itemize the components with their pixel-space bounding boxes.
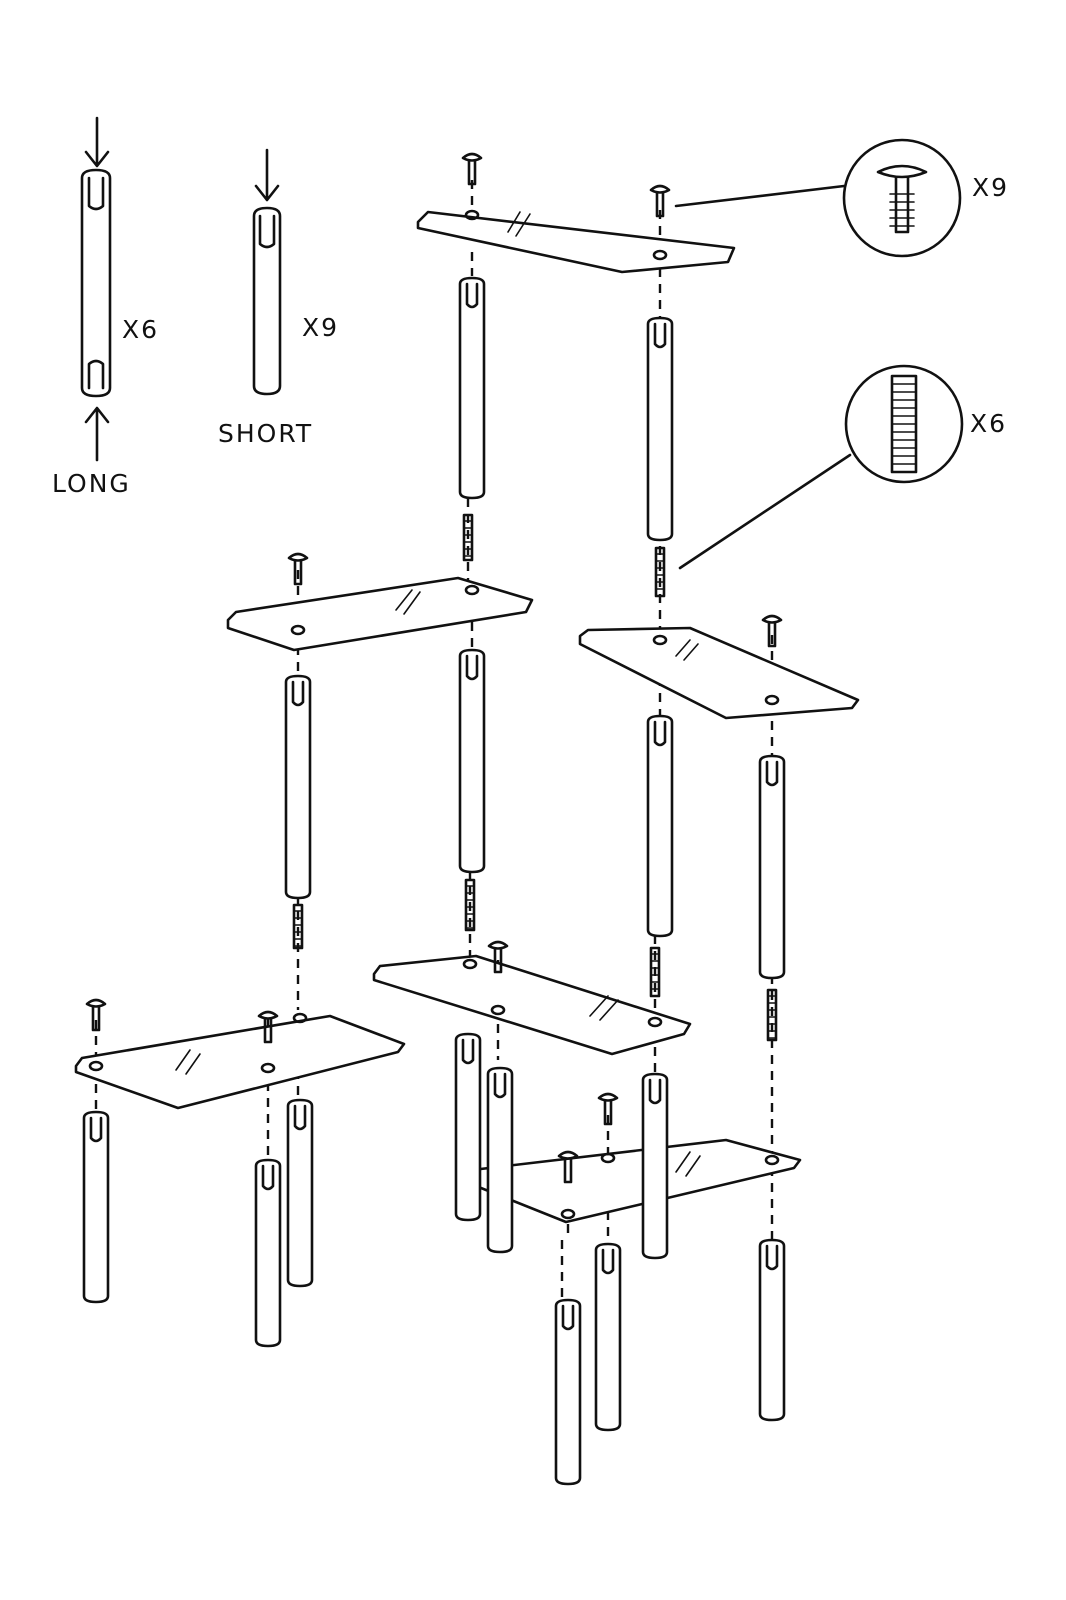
screw-head: [487, 940, 509, 950]
threaded-dowel: [654, 546, 666, 598]
rod: [486, 1066, 514, 1254]
rod-slot: [465, 282, 479, 309]
screw-shank: [493, 947, 503, 974]
screw-hole: [462, 958, 478, 970]
rod: [758, 1238, 786, 1422]
threaded-dowel: [464, 878, 476, 932]
rod-slot: [653, 720, 667, 747]
screw-hole: [292, 1012, 308, 1024]
glass-reflection: [395, 589, 413, 611]
screw-head: [85, 998, 107, 1008]
screw-hole: [464, 584, 480, 596]
shelf-panel: [464, 1138, 802, 1224]
rod: [554, 1298, 582, 1486]
rod: [758, 754, 786, 980]
exploded-assembly: [74, 152, 860, 1486]
screw-hole: [652, 634, 668, 646]
screw-shank: [603, 1099, 613, 1126]
screw-hole: [464, 209, 480, 221]
screw-callout: X9: [674, 138, 1009, 258]
screw-shank: [467, 159, 477, 186]
threaded-dowel: [766, 988, 778, 1042]
screw-shank: [767, 621, 777, 648]
long-name-label: LONG: [52, 469, 131, 498]
screw-shank: [655, 191, 665, 218]
shelf-panel: [226, 576, 534, 652]
glass-reflection: [683, 643, 699, 661]
rod-slot: [461, 1038, 475, 1065]
screw-hole: [290, 624, 306, 636]
threaded-dowel: [292, 903, 304, 950]
rod: [82, 1110, 110, 1304]
threaded-dowel: [649, 946, 661, 998]
rod-slot: [261, 1164, 275, 1191]
rod-slot: [648, 1078, 662, 1105]
rod: [254, 1158, 282, 1348]
screw-shank: [563, 1157, 573, 1184]
screw-head: [597, 1092, 619, 1102]
rod-slot: [293, 1104, 307, 1131]
screw-head: [649, 184, 671, 194]
glass-reflection: [685, 1155, 701, 1177]
screw-hole: [764, 1154, 780, 1166]
rod: [284, 674, 312, 900]
screw-shank: [263, 1017, 273, 1044]
glass-reflection: [675, 639, 691, 657]
glass-reflection: [589, 995, 609, 1017]
rod-slot: [561, 1304, 575, 1331]
shelf-panel: [416, 210, 736, 274]
screw-shank: [91, 1005, 101, 1032]
rod-slot: [493, 1072, 507, 1099]
rod-slot: [291, 680, 305, 707]
long-count-label: X6: [122, 315, 159, 344]
screw-shank: [293, 559, 303, 586]
short-name-label: SHORT: [218, 419, 313, 448]
screw-head: [257, 1010, 279, 1020]
glass-reflection: [507, 211, 521, 233]
dowel-count-label: X6: [970, 409, 1007, 438]
screw-hole: [260, 1062, 276, 1074]
rod: [594, 1242, 622, 1432]
screw-hole: [600, 1152, 616, 1164]
glass-reflection: [185, 1053, 201, 1075]
glass-reflection: [675, 1151, 691, 1173]
dowel-callout: X6: [678, 364, 1007, 570]
screw-hole: [647, 1016, 663, 1028]
screw-head: [761, 614, 783, 624]
screw-hole: [764, 694, 780, 706]
rod-slot: [465, 654, 479, 681]
screw-hole: [88, 1060, 104, 1072]
rod-slot: [89, 1116, 103, 1143]
rod: [458, 648, 486, 874]
short-count-label: X9: [302, 313, 339, 342]
rod: [454, 1032, 482, 1222]
glass-reflection: [599, 999, 619, 1021]
screw-count-label: X9: [972, 173, 1009, 202]
long-rod-legend: X6 LONG: [52, 116, 159, 498]
screw-hole: [490, 1004, 506, 1016]
glass-reflection: [515, 213, 531, 237]
rod-slot: [765, 1244, 779, 1271]
screw-head: [461, 152, 483, 162]
rod: [286, 1098, 314, 1288]
rod: [641, 1072, 669, 1260]
rod: [646, 714, 674, 938]
threaded-dowel: [462, 513, 474, 562]
rod-slot: [653, 322, 667, 349]
rod-slot: [765, 760, 779, 787]
shelf-panel: [74, 1014, 406, 1110]
rod-slot: [601, 1248, 615, 1275]
rod: [458, 276, 486, 500]
screw-head: [557, 1150, 579, 1160]
rod: [646, 316, 674, 542]
shelf-panel: [372, 954, 692, 1056]
screw-hole: [560, 1208, 576, 1220]
short-rod-legend: X9 SHORT: [218, 148, 339, 448]
shelf-panel: [578, 626, 860, 720]
glass-reflection: [403, 591, 421, 615]
screw-head: [287, 552, 309, 562]
screw-hole: [652, 249, 668, 261]
glass-reflection: [175, 1049, 191, 1071]
